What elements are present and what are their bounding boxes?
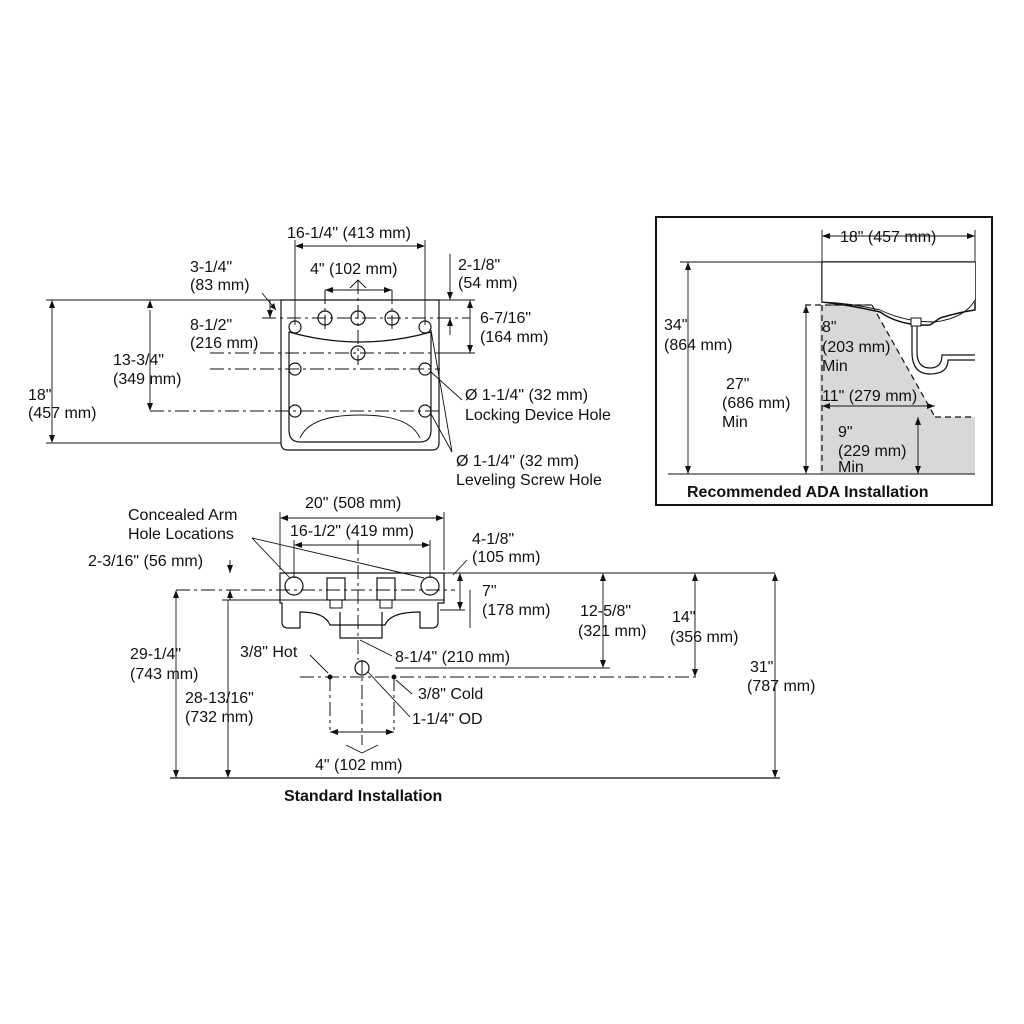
ada-frame — [655, 216, 993, 506]
std-dim-8-1-4: 8-1/4" (210 mm) — [395, 649, 510, 666]
ada-dim-8-min: Min — [822, 358, 848, 375]
ada-dim-11: 11" (279 mm) — [822, 388, 917, 405]
top-dim-right-edge-mm: (54 mm) — [458, 275, 518, 292]
ada-dim-18: 18" (457 mm) — [840, 229, 936, 246]
top-view-basin — [288, 331, 432, 443]
ada-dim-9: 9" — [838, 424, 853, 441]
ada-trap — [916, 326, 975, 369]
std-dim-14-mm: (356 mm) — [670, 629, 738, 646]
ada-dim-9-min: Min — [838, 459, 864, 476]
standard-installation: Concealed Arm Hole Locations 20" (508 mm… — [88, 495, 815, 805]
concealed-arm-caption: Hole Locations — [128, 526, 234, 543]
std-dim-28-13-16-mm: (732 mm) — [185, 709, 253, 726]
hot-supply-label: 3/8" Hot — [240, 644, 298, 661]
concealed-arm-label: Concealed Arm — [128, 507, 237, 524]
ada-dim-8: 8" — [822, 319, 837, 336]
std-dim-29-1-4: 29-1/4" — [130, 646, 181, 663]
top-dim-18-mm: (457 mm) — [28, 405, 96, 422]
top-dim-left-edge-mm: (83 mm) — [190, 277, 250, 294]
ada-dim-27-min: Min — [722, 414, 748, 431]
standard-title: Standard Installation — [284, 788, 442, 805]
arm-hole-right — [420, 576, 440, 596]
std-dim-7: 7" — [482, 583, 497, 600]
std-dim-2-3-16: 2-3/16" (56 mm) — [88, 553, 203, 570]
top-dim-overall-width: 16-1/4" (413 mm) — [287, 225, 411, 242]
std-dim-16-1-2: 16-1/2" (419 mm) — [290, 523, 414, 540]
top-dim-13-3-4-mm: (349 mm) — [113, 371, 181, 388]
top-dim-8-1-2: 8-1/2" — [190, 317, 232, 334]
ada-clearance-zone — [820, 305, 975, 474]
std-dim-28-13-16: 28-13/16" — [185, 690, 254, 707]
top-dim-faucet-spacing: 4" (102 mm) — [310, 261, 397, 278]
top-dim-left-edge: 3-1/4" — [190, 259, 232, 276]
ada-dim-34-mm: (864 mm) — [664, 337, 732, 354]
faucet-left — [326, 577, 346, 601]
top-dim-13-3-4: 13-3/4" — [113, 352, 164, 369]
top-view-basin-rim — [299, 414, 421, 439]
std-dim-4-1-8-mm: (105 mm) — [472, 549, 540, 566]
std-dim-12-5-8: 12-5/8" — [580, 603, 631, 620]
ada-title: Recommended ADA Installation — [687, 484, 929, 501]
arm-hole-left — [284, 576, 304, 596]
drain-outlet — [354, 660, 370, 676]
locking-hole-caption: Locking Device Hole — [465, 407, 611, 424]
drain-od-label: 1-1/4" OD — [412, 711, 483, 728]
faucet-right — [376, 577, 396, 601]
std-dim-7-mm: (178 mm) — [482, 602, 550, 619]
ada-dim-34: 34" — [664, 317, 687, 334]
ada-dim-27: 27" — [726, 376, 749, 393]
ada-dim-8-mm: (203 mm) — [822, 339, 890, 356]
std-dim-4-1-8: 4-1/8" — [472, 531, 514, 548]
standard-sink-body — [279, 572, 445, 629]
top-view-sink-outline — [280, 299, 440, 451]
std-dim-31-mm: (787 mm) — [747, 678, 815, 695]
ada-dim-27-mm: (686 mm) — [722, 395, 790, 412]
std-dim-14: 14" — [672, 609, 695, 626]
std-dim-4: 4" (102 mm) — [315, 757, 402, 774]
top-dim-18: 18" — [28, 387, 51, 404]
cold-supply — [391, 674, 397, 680]
ada-installation-panel: 18" (457 mm) 34" (864 mm) 27" (686 mm) M… — [655, 216, 993, 506]
top-dim-6-7-16-mm: (164 mm) — [480, 329, 548, 346]
hot-supply — [327, 674, 333, 680]
top-dim-6-7-16: 6-7/16" — [480, 310, 531, 327]
locking-hole-label: Ø 1-1/4" (32 mm) — [465, 387, 588, 404]
ada-dim-9-mm: (229 mm) — [838, 443, 906, 460]
top-dim-8-1-2-mm: (216 mm) — [190, 335, 258, 352]
std-dim-29-1-4-mm: (743 mm) — [130, 666, 198, 683]
cold-supply-label: 3/8" Cold — [418, 686, 483, 703]
std-dim-20: 20" (508 mm) — [305, 495, 401, 512]
std-dim-12-5-8-mm: (321 mm) — [578, 623, 646, 640]
std-dim-31: 31" — [750, 659, 773, 676]
leveling-hole-label: Ø 1-1/4" (32 mm) — [456, 453, 579, 470]
top-dim-right-edge: 2-1/8" — [458, 257, 500, 274]
leveling-hole-caption: Leveling Screw Hole — [456, 472, 602, 489]
top-view: 16-1/4" (413 mm) 4" (102 mm) 3-1/4" (83 … — [28, 225, 611, 489]
